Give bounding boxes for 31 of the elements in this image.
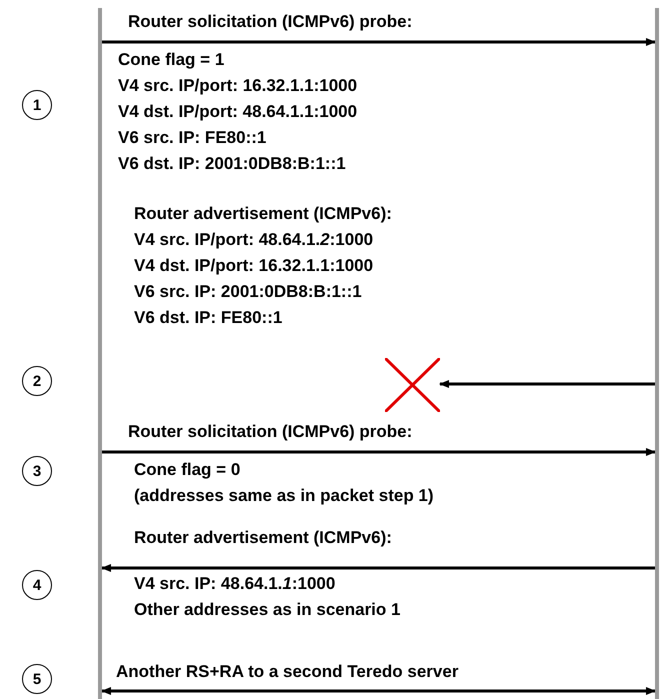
message-title: Router advertisement (ICMPv6):: [134, 528, 392, 548]
step-number: 1: [22, 90, 52, 120]
message-text: Router advertisement (ICMPv6):: [134, 204, 392, 224]
lifeline-bar: [655, 8, 659, 699]
step-number: 3: [22, 456, 52, 486]
lost-packet-cross-mark: [385, 358, 440, 412]
message-text: Other addresses as in scenario 1: [134, 600, 400, 620]
step-number: 2: [22, 366, 52, 396]
message-text: V4 dst. IP/port: 16.32.1.1:1000: [134, 256, 374, 276]
message-title: Router solicitation (ICMPv6) probe:: [128, 422, 412, 442]
message-arrow: [439, 380, 655, 388]
message-text: Cone flag = 0: [134, 460, 240, 480]
message-text: V4 dst. IP/port: 48.64.1.1:1000: [118, 102, 358, 122]
message-text: Cone flag = 1: [118, 50, 224, 70]
message-text: V4 src. IP/port: 16.32.1.1:1000: [118, 76, 358, 96]
message-arrow: [101, 687, 656, 695]
lifeline-bar: [98, 8, 102, 699]
message-title: Another RS+RA to a second Teredo server: [116, 662, 458, 682]
step-number: 5: [22, 664, 52, 694]
message-arrow: [101, 564, 655, 572]
message-text: V6 dst. IP: FE80::1: [134, 308, 282, 328]
message-arrow: [102, 38, 656, 46]
message-text: V6 src. IP: FE80::1: [118, 128, 266, 148]
message-arrow: [102, 448, 656, 456]
step-number: 4: [22, 570, 52, 600]
message-text: V6 dst. IP: 2001:0DB8:B:1::1: [118, 154, 346, 174]
message-text: (addresses same as in packet step 1): [134, 486, 434, 506]
message-text: V4 src. IP: 48.64.1.1:1000: [134, 574, 336, 594]
message-text: V6 src. IP: 2001:0DB8:B:1::1: [134, 282, 362, 302]
message-title: Router solicitation (ICMPv6) probe:: [128, 12, 412, 32]
message-text: V4 src. IP/port: 48.64.1.2:1000: [134, 230, 374, 250]
